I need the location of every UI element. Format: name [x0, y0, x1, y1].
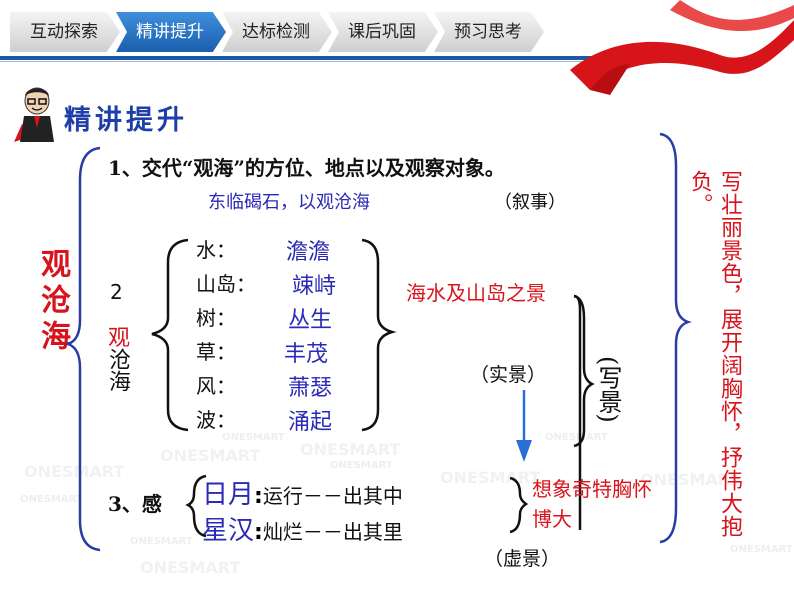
watermark-text: ONESMART: [730, 544, 793, 555]
list-item: 星汉:灿烂－－出其里: [202, 516, 403, 546]
q2-number: 2: [110, 280, 123, 304]
tab-label: 互动探索: [30, 22, 98, 42]
tab-standard-test[interactable]: 达标检测: [222, 12, 332, 52]
tab-label: 预习思考: [454, 22, 522, 42]
nav-tabs: 互动探索 精讲提升 达标检测 课后巩固 预习思考: [10, 12, 544, 52]
feeling-text: 运行－－出其中: [262, 484, 403, 508]
tab-label: 课后巩固: [348, 22, 416, 42]
tab-preview-think[interactable]: 预习思考: [434, 12, 544, 52]
tab-lecture-improve[interactable]: 精讲提升: [116, 12, 226, 52]
virtual-scene-label: （虚景）: [484, 548, 561, 570]
tab-after-class[interactable]: 课后巩固: [328, 12, 438, 52]
feeling-text: 灿烂－－出其里: [262, 520, 403, 544]
scenery-value: 丛生: [288, 308, 333, 333]
watermark-text: ONESMART: [24, 462, 125, 481]
scenery-value: 丰茂: [284, 342, 329, 367]
q2-label-top: 观: [108, 326, 131, 351]
q3-summary: 想象奇特胸怀博大: [532, 477, 652, 531]
watermark-text: ONESMART: [440, 468, 541, 487]
scenery-key: 山岛：: [196, 272, 256, 296]
scenery-key: 草：: [196, 340, 236, 364]
watermark-text: ONESMART: [20, 494, 83, 505]
watermark-text: ONESMART: [160, 446, 261, 465]
scenery-key: 水：: [196, 238, 236, 262]
q1-answer: 东临碣石，以观沧海: [208, 192, 370, 213]
list-item: 日月:运行－－出其中: [202, 480, 403, 510]
section-title: 精讲提升: [64, 105, 188, 136]
scenery-value: 萧瑟: [288, 376, 333, 401]
scenery-key: 风：: [196, 374, 236, 398]
scenery-left-brace: [151, 238, 189, 432]
poem-title-vertical: 观沧海: [35, 248, 70, 356]
conclusion-text: 写壮丽景色，展开阔胸怀，抒伟大抱负。: [687, 170, 742, 538]
scenery-key: 波：: [196, 408, 236, 432]
scenery-key: 树：: [196, 306, 236, 330]
tab-label: 精讲提升: [136, 22, 204, 42]
down-arrow-icon: [516, 390, 532, 462]
watermark-text: ONESMART: [140, 558, 241, 577]
write-scene-brace: [573, 294, 595, 448]
write-scene-label: (写景): [594, 356, 622, 423]
red-ribbon-decoration: [570, 0, 794, 95]
header-divider: [0, 56, 640, 60]
q3-label: 3、感: [108, 492, 162, 516]
q2-label-rest: 沧海: [105, 348, 130, 392]
scenery-right-brace: [361, 238, 397, 432]
tab-interactive-explore[interactable]: 互动探索: [10, 12, 120, 52]
teacher-avatar-icon: [14, 87, 54, 142]
q1-question: 1、交代“观海”的方位、地点以及观察对象。: [108, 156, 505, 180]
q2-summary: 海水及山岛之景: [406, 281, 546, 305]
feeling-subject: 星汉: [202, 516, 255, 546]
watermark-text: ONESMART: [330, 460, 393, 471]
tab-label: 达标检测: [242, 22, 310, 42]
feeling-subject: 日月: [202, 480, 255, 510]
watermark-text: ONESMART: [300, 440, 401, 459]
scenery-value: 竦峙: [292, 274, 337, 299]
feeling-lines: 日月:运行－－出其中 星汉:灿烂－－出其里: [202, 474, 403, 546]
scenery-value: 澹澹: [286, 240, 331, 265]
q1-type: （叙事）: [494, 192, 566, 213]
header-divider-thin: [0, 61, 600, 62]
watermark-text: ONESMART: [222, 432, 285, 443]
watermark-text: ONESMART: [130, 536, 193, 547]
real-scene-label: （实景）: [470, 364, 547, 386]
watermark-text: ONESMART: [545, 432, 608, 443]
scenery-value: 涌起: [288, 410, 333, 435]
